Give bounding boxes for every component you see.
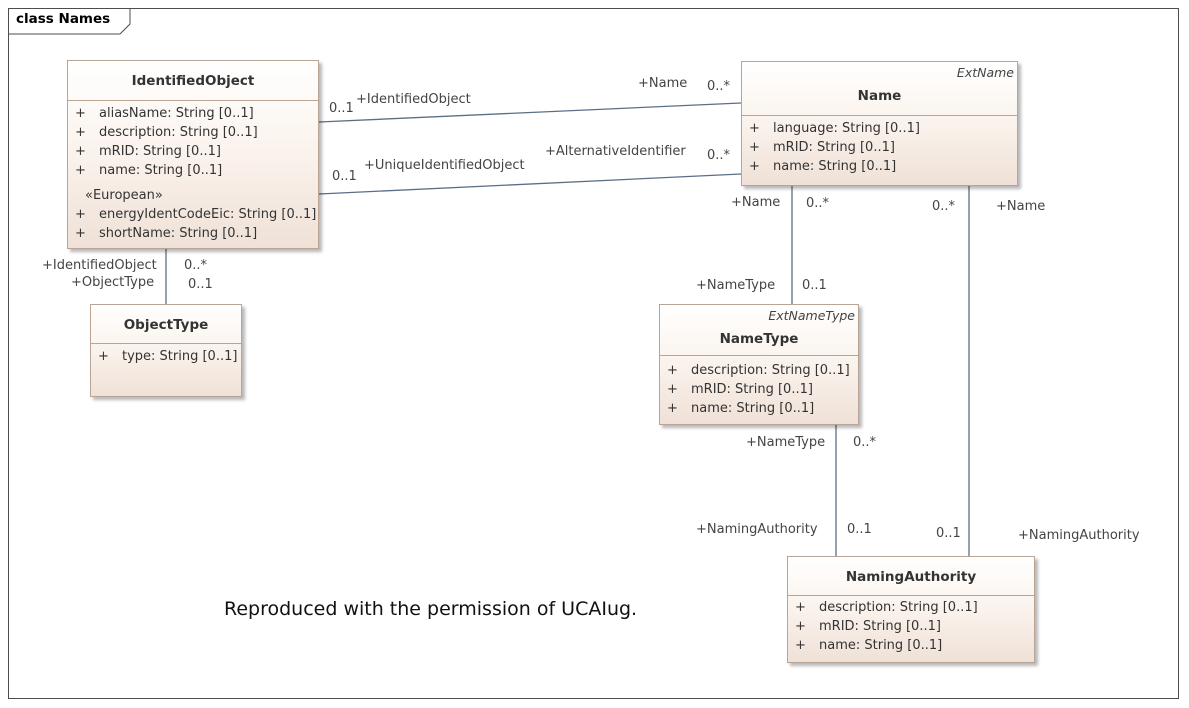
class-naming-authority[interactable]: NamingAuthority +description: String [0.… [787,556,1035,663]
class-name: IdentifiedObject [131,73,255,89]
class-object-type[interactable]: ObjectType +type: String [0..1] [90,304,242,397]
class-name-ext[interactable]: ExtName Name +language: String [0..1] +m… [741,61,1018,186]
attribute: +language: String [0..1] [749,121,920,136]
assoc-mult: 0..1 [329,101,354,116]
assoc-mult: 0..* [806,196,830,211]
assoc-role: +ObjectType [71,275,155,290]
attribute: +name: String [0..1] [667,401,815,416]
assoc-mult: 0..1 [847,522,872,537]
assoc-mult: 0..* [707,148,731,163]
assoc-role: +Name [996,199,1046,214]
attribute: +shortName: String [0..1] [75,226,258,241]
assoc-role: +UniqueIdentifiedObject [364,158,525,173]
class-name: ObjectType [123,317,209,333]
diagram-kind: class [16,11,54,27]
assoc-mult: 0..1 [188,277,213,292]
assoc-role: +NamingAuthority [1018,528,1140,543]
assoc-role: +IdentifiedObject [356,92,471,107]
assoc-line-io-name [318,102,742,123]
attribute: +description: String [0..1] [795,600,978,615]
attribute: +mRID: String [0..1] [795,619,941,634]
frame-tab [8,8,131,35]
class-name: NameType [719,331,799,347]
class-stereotype: ExtName [956,65,1014,80]
class-separator [68,100,318,101]
assoc-role: +NamingAuthority [696,522,818,537]
class-separator [660,355,858,356]
permission-note: Reproduced with the permission of UCAIug… [224,598,638,620]
assoc-mult: 0..* [707,79,731,94]
class-separator [91,343,241,344]
class-separator [788,595,1034,596]
class-name: NamingAuthority [845,569,977,585]
assoc-mult: 0..1 [332,169,357,184]
attribute: +type: String [0..1] [98,349,238,364]
class-name: Name [857,88,902,104]
assoc-line-io-altid [318,173,742,195]
attribute: +name: String [0..1] [795,638,943,653]
diagram-title: class Names [16,11,110,27]
attribute: +description: String [0..1] [667,363,850,378]
class-separator [742,115,1017,116]
attribute: +name: String [0..1] [75,163,223,178]
assoc-role: +NameType [696,278,776,293]
stereotype-group: «European» [85,188,163,203]
assoc-role: +Name [638,76,688,91]
assoc-mult: 0..1 [802,278,827,293]
diagram-frame [8,8,1179,699]
assoc-mult: 0..* [853,435,877,450]
assoc-role: +AlternativeIdentifier [545,144,686,159]
attribute: +mRID: String [0..1] [75,144,221,159]
assoc-mult: 0..1 [936,526,961,541]
assoc-mult: 0..* [184,258,208,273]
class-identified-object[interactable]: IdentifiedObject +aliasName: String [0..… [67,60,319,249]
diagram-name: Names [58,11,111,27]
assoc-role: +Name [731,195,781,210]
class-stereotype: ExtNameType [768,308,855,323]
attribute: +mRID: String [0..1] [667,382,813,397]
attribute: +name: String [0..1] [749,159,897,174]
assoc-role: +NameType [746,435,826,450]
attribute: +description: String [0..1] [75,125,258,140]
attribute: +mRID: String [0..1] [749,140,895,155]
attribute: +energyIdentCodeEic: String [0..1] [75,207,317,222]
assoc-role: +IdentifiedObject [42,258,157,273]
attribute: +aliasName: String [0..1] [75,106,254,121]
assoc-mult: 0..* [932,199,956,214]
class-name-type[interactable]: ExtNameType NameType +description: Strin… [659,304,859,425]
